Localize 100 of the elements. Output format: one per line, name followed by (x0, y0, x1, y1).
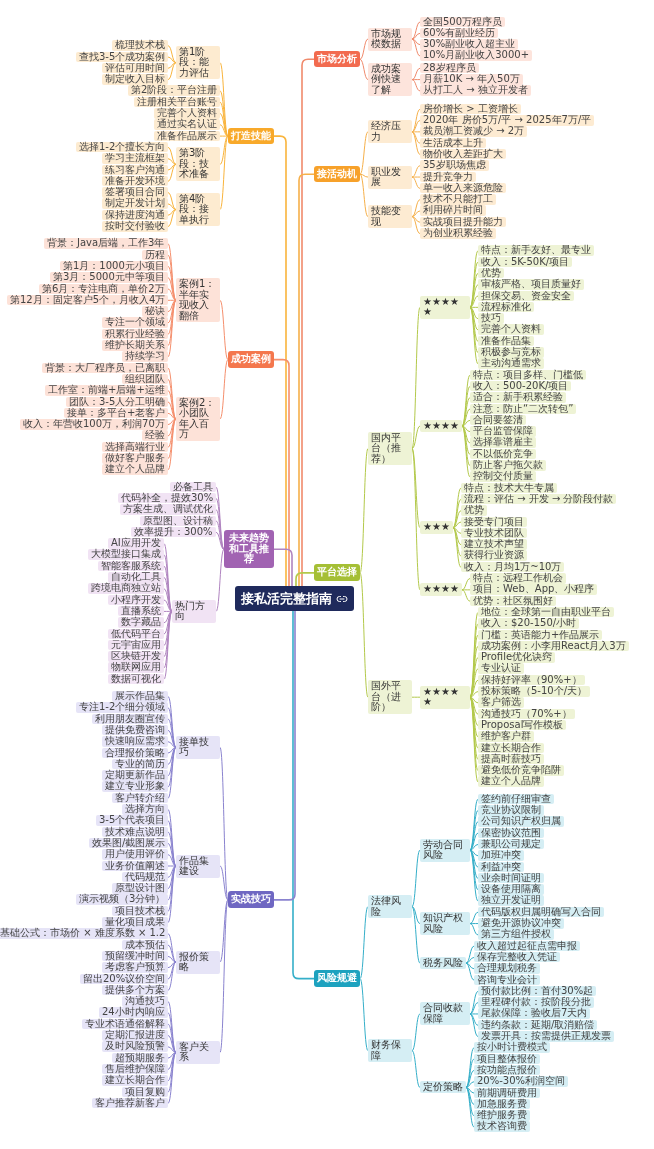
connector-line (465, 1086, 475, 1128)
leaf-topic: 生活成本上升 (420, 137, 486, 149)
connector-line (469, 1013, 479, 1038)
connector-line (452, 498, 462, 529)
leaf-topic: 技术难点说明 (102, 826, 168, 838)
leaf-topic: 实战项目提升能力 (420, 216, 506, 228)
central-topic (234, 586, 354, 611)
leaf-topic: 签约前仔细审查 (478, 793, 554, 805)
connector-line (411, 79, 421, 81)
connector-line (411, 108, 421, 133)
leaf-topic: 注册相关平台账号 (134, 96, 220, 108)
connector-line (219, 746, 229, 901)
leaf-topic: 建立个人品牌 (102, 464, 168, 475)
connector-line (411, 210, 421, 218)
central-topic-title: 接私活完整指南 (240, 591, 332, 606)
leaf-topic: 裁员潮工资减少 → 2万 (420, 126, 528, 137)
leaf-topic: 担保交易、资金安全 (478, 290, 574, 302)
leaf-topic: 考虑客户预算 (102, 962, 168, 973)
connector-line (167, 746, 177, 754)
main-topic: 成功案例 (228, 351, 274, 368)
connector-line (167, 163, 177, 182)
connector-line (461, 425, 471, 433)
leaf-topic: 主动沟通需求 (478, 358, 544, 369)
leaf-topic: 专注1-2个细分领域 (76, 702, 169, 713)
leaf-topic: 不以低价竞争 (470, 448, 536, 460)
connector-line (167, 401, 177, 420)
connector-line (461, 589, 471, 591)
connector-line (359, 58, 369, 81)
leaf-topic: 学习主流框架 (102, 153, 168, 164)
connector-line (273, 610, 296, 901)
connector-line (167, 1046, 177, 1053)
leaf-topic: 展示作品集 (112, 691, 168, 702)
connector-line (411, 21, 421, 40)
leaf-topic: 流程标准化 (478, 301, 534, 313)
subtopic: 经济压力 (368, 120, 412, 144)
leaf-topic: 背景：大厂程序员，已离职 (42, 362, 168, 374)
leaf-topic: 数据可视化 (108, 673, 164, 685)
connector-line (167, 209, 177, 216)
connector-line (167, 158, 177, 165)
leaf-topic: 直播系统 (118, 605, 164, 617)
connector-line (167, 718, 177, 748)
leaf-topic: 维护服务费 (474, 1110, 530, 1121)
connector-line (292, 610, 315, 980)
connector-line (465, 1086, 475, 1094)
connector-line (411, 79, 421, 92)
leaf-topic: 低代码平台 (108, 628, 164, 639)
leaf-topic: 2020年 房价5万/平 → 2025年7万/平 (420, 115, 595, 126)
connector-line (167, 146, 177, 165)
connector-line (167, 412, 177, 420)
connector-line (167, 1051, 177, 1070)
leaf-topic: 基础公式：市场价 × 难度系数 × 1.2 (0, 928, 169, 939)
leaf-topic: 流程：评估 → 开发 → 分阶段付款 (461, 493, 617, 505)
leaf-topic: 建立长期合作 (102, 1075, 168, 1086)
connector-line (359, 978, 369, 1052)
leaf-topic: 避免开源协议冲突 (478, 918, 564, 929)
leaf-topic: 秘诀 (142, 306, 168, 317)
subtopic: 市场规模数据 (368, 27, 412, 51)
connector-line (167, 961, 177, 980)
leaf-topic: 业务价值阐述 (102, 860, 168, 871)
main-topic: 平台选择 (314, 564, 360, 581)
connector-line (411, 216, 421, 223)
leaf-topic: 技巧 (478, 313, 504, 324)
connector-line (469, 990, 479, 1015)
leaf-topic: 特点：新手友好、最专业 (478, 245, 594, 256)
leaf-topic: 成本预估 (122, 939, 168, 951)
leaf-topic: 专业术语通俗解释 (82, 1018, 168, 1030)
leaf-topic: 快速响应需求 (102, 736, 168, 747)
connector-line (359, 572, 369, 698)
leaf-topic: 优势 (478, 267, 504, 279)
leaf-topic: 兼职公司规定 (478, 838, 544, 850)
main-topic: 风险规避 (314, 970, 360, 987)
leaf-topic: 平台监管保障 (470, 426, 536, 437)
connector-line (411, 849, 421, 908)
leaf-topic: 背景：Java后端，工作3年 (44, 238, 168, 249)
connector-line (452, 521, 462, 529)
leaf-topic: 查找3-5个成功案例 (76, 51, 169, 62)
leaf-topic: 提升竞争力 (420, 171, 476, 183)
connector-line (163, 588, 173, 612)
connector-line (469, 1002, 479, 1015)
leaf-topic: 第三方组件授权 (478, 929, 554, 940)
leaf-topic: 专业认证 (478, 663, 524, 674)
connector-line (411, 216, 421, 235)
leaf-topic: 做好客户服务 (102, 453, 168, 464)
connector-line (465, 945, 475, 964)
subtopic: 职业发展 (368, 165, 412, 189)
connector-line (469, 832, 479, 851)
leaf-topic: 自动化工具 (108, 572, 164, 583)
leaf-topic: 月薪10K → 年入50万 (420, 74, 523, 85)
connector-line (469, 679, 479, 698)
connector-line (411, 448, 421, 591)
leaf-topic: 尾款保障：验收后7天内 (478, 1008, 591, 1019)
leaf-topic: 全国500万程序员 (420, 16, 506, 28)
leaf-topic: 区块链开发 (108, 651, 164, 662)
connector-line (452, 527, 462, 534)
connector-line (219, 299, 229, 361)
leaf-topic: 效率提升：300% (131, 526, 216, 538)
leaf-topic: 定期更新作品 (102, 770, 168, 781)
leaf-topic: 20%-30%利润空间 (474, 1076, 569, 1087)
leaf-topic: 第6月：专注电商，单价2万 (39, 283, 168, 294)
connector-line (163, 610, 173, 612)
